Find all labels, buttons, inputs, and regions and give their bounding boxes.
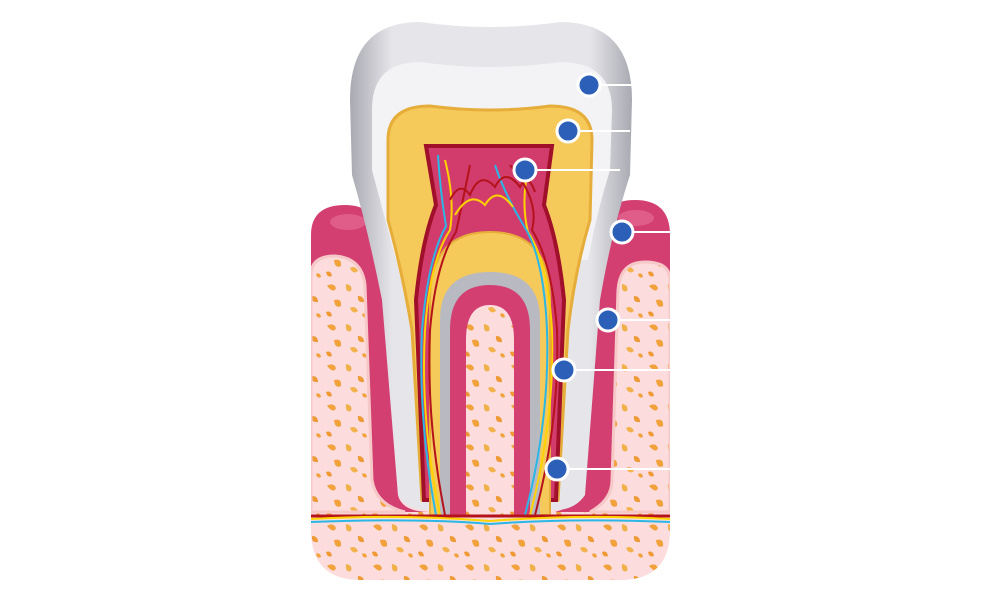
callout-markers <box>512 72 670 482</box>
callout-marker-1[interactable] <box>576 72 632 98</box>
bone-inner-arch <box>466 305 514 515</box>
callout-marker-2[interactable] <box>555 118 630 144</box>
bone-right <box>589 260 670 514</box>
callout-marker-5[interactable] <box>595 307 670 333</box>
gum-highlight <box>330 214 366 230</box>
callout-marker-6[interactable] <box>551 357 670 383</box>
blood-vessels-and-nerves <box>310 154 671 526</box>
callout-marker-3[interactable] <box>512 157 620 183</box>
callout-marker-4[interactable] <box>609 219 670 245</box>
bone-left <box>311 254 406 514</box>
callout-marker-7[interactable] <box>544 456 670 482</box>
